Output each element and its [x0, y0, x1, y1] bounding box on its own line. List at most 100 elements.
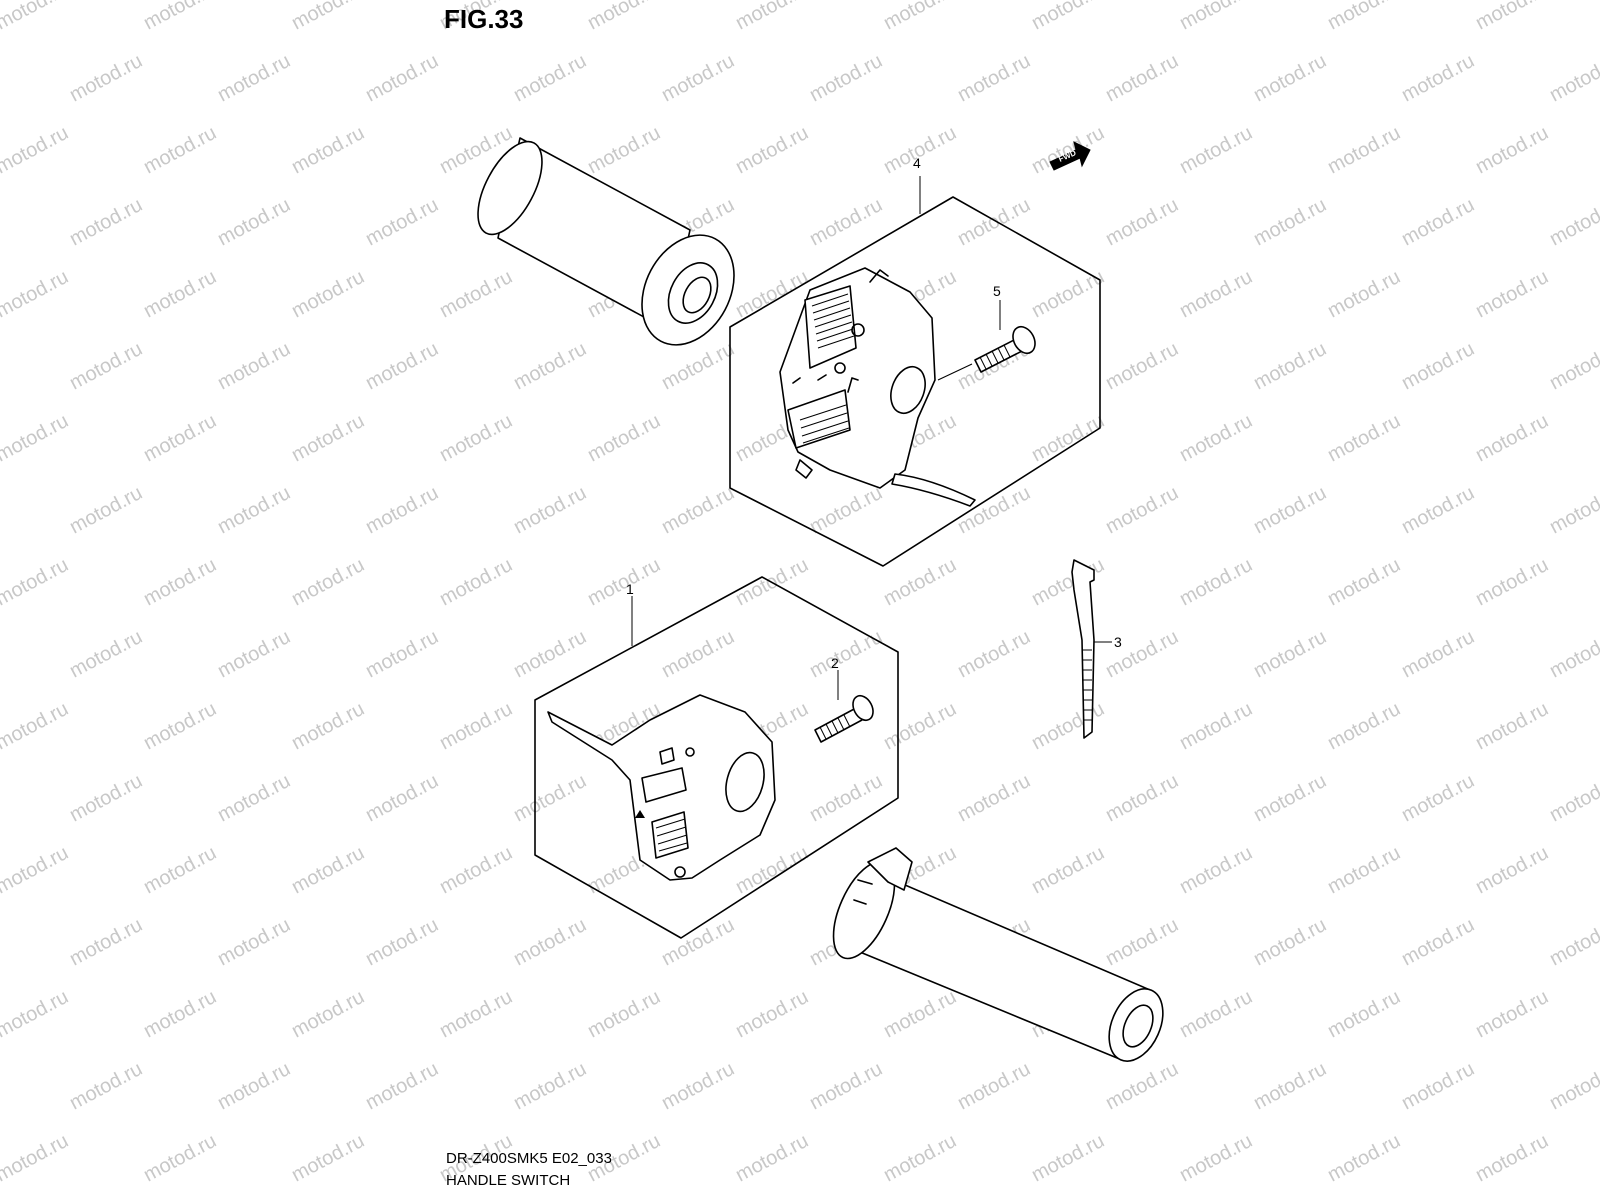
watermark-text: motod.ru: [584, 0, 664, 34]
watermark-text: motod.ru: [0, 842, 72, 898]
watermark-text: motod.ru: [1028, 842, 1108, 898]
callout-1: 1: [626, 581, 634, 597]
watermark-text: motod.ru: [510, 338, 590, 394]
watermark-text: motod.ru: [214, 626, 294, 682]
watermark-text: motod.ru: [1546, 914, 1600, 970]
watermark-text: motod.ru: [1102, 914, 1182, 970]
watermark-text: motod.ru: [1028, 0, 1108, 34]
watermark-text: motod.ru: [140, 554, 220, 610]
watermark-text: motod.ru: [66, 770, 146, 826]
watermark-text: motod.ru: [584, 122, 664, 178]
watermark-text: motod.ru: [510, 482, 590, 538]
left-switch-group: 1 2: [534, 576, 899, 939]
watermark-text: motod.ru: [1102, 482, 1182, 538]
watermark-text: motod.ru: [732, 842, 812, 898]
watermark-text: motod.ru: [288, 698, 368, 754]
watermark-text: motod.ru: [1102, 194, 1182, 250]
watermark-text: motod.ru: [66, 338, 146, 394]
watermark-text: motod.ru: [66, 626, 146, 682]
watermark-text: motod.ru: [214, 50, 294, 106]
watermark-text: motod.ru: [1546, 1058, 1600, 1114]
callout-3: 3: [1114, 634, 1122, 650]
watermark-text: motod.ru: [288, 554, 368, 610]
watermark-text: motod.ru: [1250, 194, 1330, 250]
watermark-text: motod.ru: [658, 50, 738, 106]
watermark-text: motod.ru: [1398, 194, 1478, 250]
watermark-text: motod.ru: [1546, 626, 1600, 682]
watermark-text: motod.ru: [510, 770, 590, 826]
callout-4: 4: [913, 155, 921, 171]
watermark-text: motod.ru: [1472, 1130, 1552, 1186]
watermark-text: motod.ru: [362, 914, 442, 970]
watermark-text: motod.ru: [1324, 266, 1404, 322]
watermark-text: motod.ru: [0, 698, 72, 754]
watermark-text: motod.ru: [0, 122, 72, 178]
watermark-text: motod.ru: [140, 698, 220, 754]
watermark-text: motod.ru: [140, 1130, 220, 1186]
watermark-text: motod.ru: [140, 122, 220, 178]
left-handle-switch: [547, 694, 776, 881]
watermark-text: motod.ru: [214, 482, 294, 538]
watermark-text: motod.ru: [1250, 1058, 1330, 1114]
watermark-text: motod.ru: [732, 266, 812, 322]
watermark-text: motod.ru: [1176, 554, 1256, 610]
watermark-text: motod.ru: [954, 194, 1034, 250]
watermark-text: motod.ru: [1176, 410, 1256, 466]
watermark-text: motod.ru: [954, 626, 1034, 682]
watermark-text: motod.ru: [1324, 122, 1404, 178]
cable-tie-3: 3: [1071, 559, 1122, 739]
watermark-text: motod.ru: [732, 122, 812, 178]
right-switch-group: 4 5: [729, 155, 1101, 567]
watermark-text: motod.ru: [1398, 626, 1478, 682]
watermark-text: motod.ru: [1398, 914, 1478, 970]
watermark-text: motod.ru: [806, 1058, 886, 1114]
watermark-text: motod.ru: [1472, 986, 1552, 1042]
model-code: DR-Z400SMK5 E02_033: [446, 1150, 612, 1167]
watermark-text: motod.ru: [0, 986, 72, 1042]
watermark-text: motod.ru: [1472, 698, 1552, 754]
watermark-text: motod.ru: [1324, 1130, 1404, 1186]
watermark-text: motod.ru: [1250, 338, 1330, 394]
screw-2: 2: [814, 655, 874, 743]
watermark-text: motod.ru: [1176, 1130, 1256, 1186]
watermark-text: motod.ru: [954, 770, 1034, 826]
watermark-text: motod.ru: [954, 1058, 1034, 1114]
watermark-text: motod.ru: [140, 266, 220, 322]
watermark-text: motod.ru: [1250, 770, 1330, 826]
watermark-text: motod.ru: [362, 338, 442, 394]
watermark-text: motod.ru: [436, 554, 516, 610]
watermark-text: motod.ru: [1250, 50, 1330, 106]
right-handle-switch: [779, 267, 976, 507]
watermark-text: motod.ru: [954, 50, 1034, 106]
watermark-text: motod.ru: [1324, 698, 1404, 754]
watermark-text: motod.ru: [362, 194, 442, 250]
watermark-text: motod.ru: [584, 554, 664, 610]
watermark-text: motod.ru: [510, 50, 590, 106]
watermark-text: motod.ru: [66, 194, 146, 250]
watermark-text: motod.ru: [1176, 122, 1256, 178]
watermark-text: motod.ru: [1102, 338, 1182, 394]
watermark-text: motod.ru: [1176, 986, 1256, 1042]
watermark-text: motod.ru: [1176, 698, 1256, 754]
watermark-text: motod.ru: [0, 554, 72, 610]
watermark-text: motod.ru: [1472, 554, 1552, 610]
watermark-text: motod.ru: [1102, 770, 1182, 826]
watermark-text: motod.ru: [732, 1130, 812, 1186]
watermark-text: motod.ru: [0, 266, 72, 322]
watermark-text: motod.ru: [140, 0, 220, 34]
watermark-text: motod.ru: [1176, 0, 1256, 34]
callout-5: 5: [993, 283, 1001, 299]
watermark-text: motod.ru: [1102, 50, 1182, 106]
watermark-text: motod.ru: [1546, 50, 1600, 106]
watermark-text: motod.ru: [66, 50, 146, 106]
watermark-text: motod.ru: [954, 482, 1034, 538]
watermark-text: motod.ru: [436, 842, 516, 898]
watermark-text: motod.ru: [880, 0, 960, 34]
watermark-text: motod.ru: [436, 266, 516, 322]
watermark-text: motod.ru: [806, 50, 886, 106]
watermark-text: motod.ru: [1250, 626, 1330, 682]
watermark-text: motod.ru: [362, 770, 442, 826]
watermark-text: motod.ru: [66, 914, 146, 970]
watermark-text: motod.ru: [880, 986, 960, 1042]
watermark-text: motod.ru: [584, 410, 664, 466]
